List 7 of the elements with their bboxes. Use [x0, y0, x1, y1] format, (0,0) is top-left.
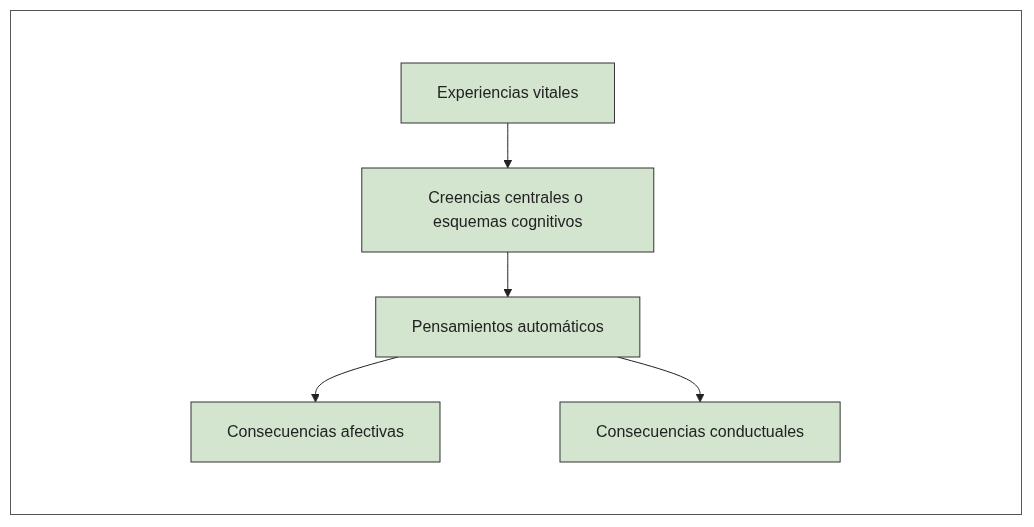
arrow: [503, 251, 513, 298]
node-box: Consecuencias afectivas: [190, 401, 441, 463]
arrow: [503, 122, 513, 169]
node-box: Consecuencias conductuales: [559, 401, 842, 463]
node-box: Creencias centrales o esquemas cognitivos: [361, 167, 655, 253]
node-box: Pensamientos automáticos: [375, 296, 641, 358]
node-box: Experiencias vitales: [401, 62, 616, 124]
